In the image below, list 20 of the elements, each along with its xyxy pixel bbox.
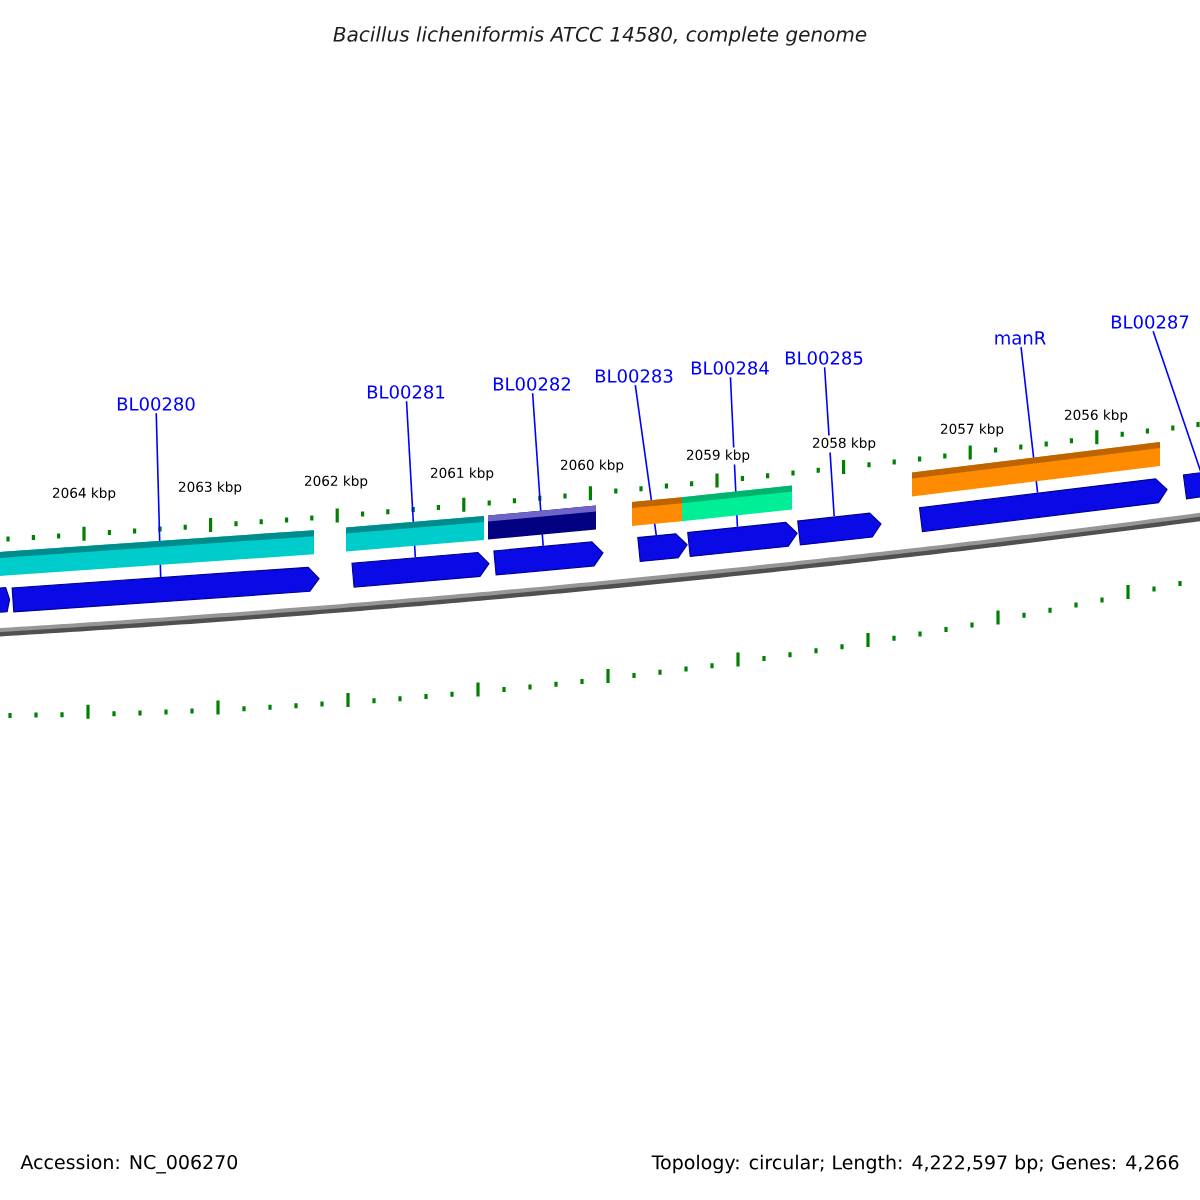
gene-label: BL00283 [595,369,673,383]
gene-label: BL00282 [493,377,570,391]
gene-label: manR [995,331,1046,345]
gene-glyph [918,478,1168,533]
gene-label: BL00287 [1111,315,1189,329]
title: Bacillus licheniformis ATCC 14580, complete genome [333,26,867,46]
leader-line [1152,330,1200,473]
leader-line [823,366,835,518]
gene-glyph [351,551,490,588]
gene-glyph [797,512,882,546]
footer-text: Accession: NC_006270 [20,1154,238,1174]
gene-glyph [0,587,11,614]
footer-text: Topology: circular; Length: 4,222,597 bp; Genes: 4,266 [651,1154,1179,1174]
gene-glyph [493,541,604,576]
gene-label: BL00284 [691,361,769,375]
gene-label: BL00285 [785,351,863,365]
gene-glyph [637,533,688,563]
gene-label: BL00280 [117,397,195,411]
gene-glyph [1182,469,1200,500]
gene-label: BL00281 [367,385,445,399]
